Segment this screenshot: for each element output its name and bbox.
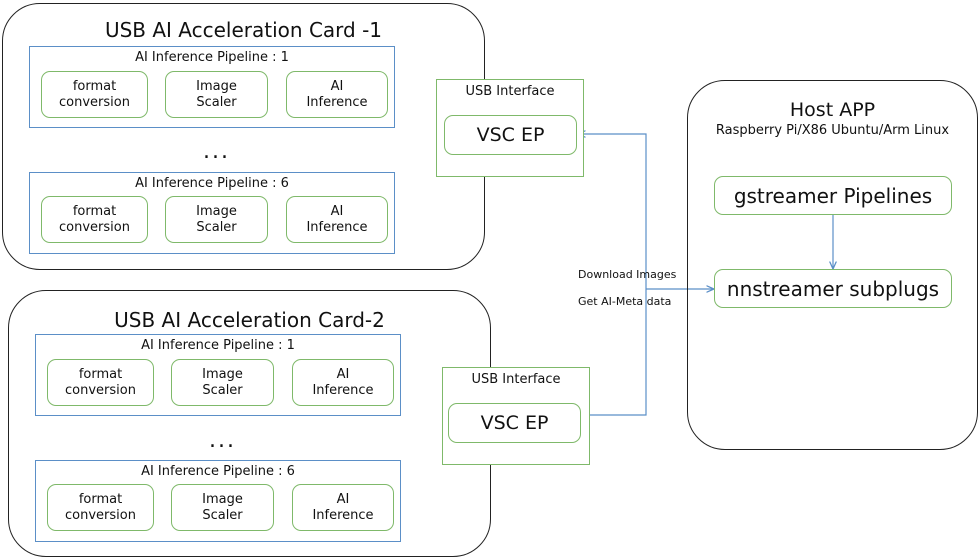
card2-ellipsis: ... [209,428,236,453]
card-2-title: USB AI Acceleration Card-2 [114,308,385,332]
download-images-label: Download Images [578,268,677,281]
host-subtitle: Raspberry Pi/X86 Ubuntu/Arm Linux [715,123,950,138]
card2-vsc-ep: VSC EP [448,403,581,443]
stage-ai-inference: AI Inference [286,71,388,118]
get-ai-metadata-label: Get AI-Meta data [578,295,672,308]
usb-interface-label: USB Interface [465,84,555,99]
stage-format-conversion: format conversion [47,359,154,406]
gstreamer-pipelines-box: gstreamer Pipelines [714,176,952,215]
stage-ai-inference: AI Inference [286,196,388,243]
vsc-to-host-bus [578,134,647,415]
stage-image-scaler: Image Scaler [165,71,268,118]
card-1-title: USB AI Acceleration Card -1 [104,18,383,42]
stage-format-conversion: format conversion [41,196,148,243]
nnstreamer-subplugs-box: nnstreamer subplugs [714,269,952,308]
stage-image-scaler: Image Scaler [165,196,268,243]
host-app: Host APP Raspberry Pi/X86 Ubuntu/Arm Lin… [687,80,978,450]
pipeline-title: AI Inference Pipeline : 6 [135,176,289,191]
stage-format-conversion: format conversion [47,484,154,531]
stage-ai-inference: AI Inference [292,359,394,406]
pipeline-title: AI Inference Pipeline : 1 [141,338,295,353]
pipeline-title: AI Inference Pipeline : 6 [141,464,295,479]
pipeline-title: AI Inference Pipeline : 1 [135,50,289,65]
stage-format-conversion: format conversion [41,71,148,118]
stage-image-scaler: Image Scaler [171,359,274,406]
host-title: Host APP [789,99,876,121]
stage-ai-inference: AI Inference [292,484,394,531]
stage-image-scaler: Image Scaler [171,484,274,531]
card1-vsc-ep: VSC EP [444,115,577,155]
card1-ellipsis: ... [203,139,230,164]
usb-interface-label: USB Interface [471,372,561,387]
